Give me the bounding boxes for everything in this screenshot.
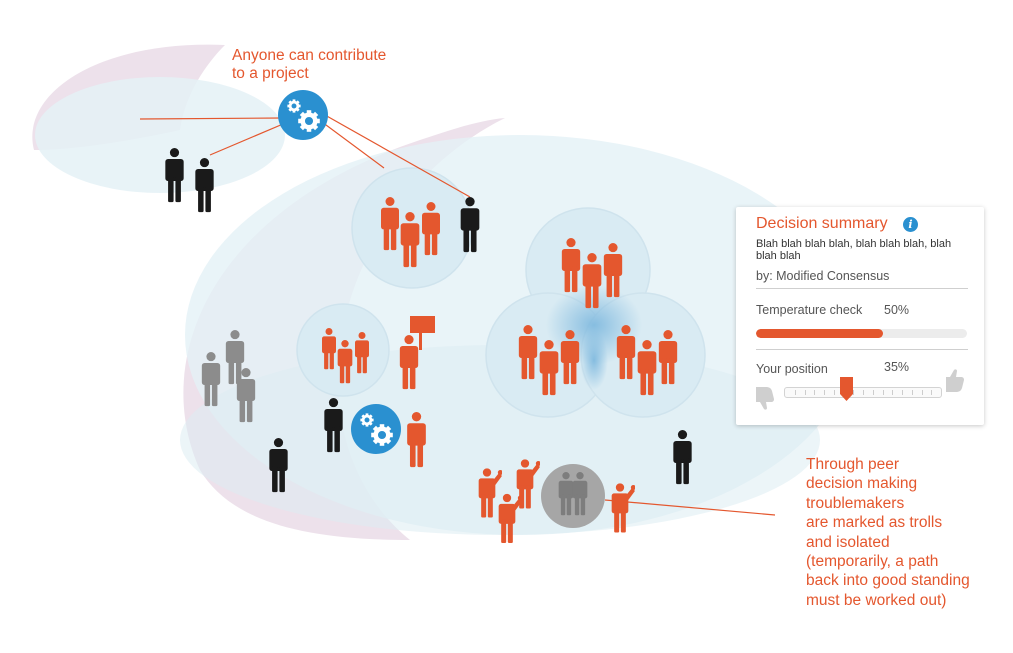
callout-line: (temporarily, a path: [806, 553, 939, 571]
callout-line: to a project: [232, 65, 309, 82]
gear-icon: [351, 404, 401, 454]
slider-tick: [814, 390, 815, 395]
connector-to-group: [321, 121, 385, 169]
slider-tick: [892, 390, 893, 395]
connector-to-pair: [209, 123, 284, 156]
callout-line: Anyone can contribute: [232, 47, 387, 64]
slider-tick: [922, 390, 923, 395]
thumbs-up-icon[interactable]: [944, 368, 966, 394]
your-position-label: Your position: [756, 362, 828, 376]
your-position-value: 35%: [884, 360, 910, 374]
consensus-glow-stem: [580, 330, 608, 390]
connector-lines: [139, 114, 776, 516]
small-bubble: [35, 77, 285, 193]
protester: [399, 316, 435, 390]
slider-tick: [883, 390, 884, 395]
decision-method: by: Modified Consensus: [756, 269, 890, 283]
callout-line: and isolated: [806, 533, 890, 551]
callout-line: must be worked out): [806, 591, 947, 609]
callout-line: decision making: [806, 475, 918, 493]
callout-line: troublemakers: [806, 494, 905, 512]
your-position-slider[interactable]: [784, 387, 942, 398]
slider-tick: [834, 390, 835, 395]
slider-tick: [795, 390, 796, 395]
callout-trolls: Through peer decision making troublemake…: [806, 455, 970, 610]
gear-icon: [278, 90, 328, 140]
decision-description: Blah blah blah blah, blah blah blah, bla…: [756, 238, 952, 262]
slider-tick: [805, 390, 806, 395]
connector-to-person: [324, 114, 471, 198]
panel-title: Decision summary: [756, 215, 888, 232]
divider: [756, 288, 968, 289]
temperature-check-bar: [756, 329, 967, 338]
slider-tick: [863, 390, 864, 395]
callout-contribute: Anyone can contribute to a project: [232, 47, 386, 83]
troll-group-icon: [541, 464, 605, 528]
slider-tick: [931, 390, 932, 395]
slider-handle[interactable]: [840, 377, 854, 401]
slider-tick: [853, 390, 854, 395]
protest-sign-icon: [410, 316, 435, 333]
slider-tick: [873, 390, 874, 395]
slider-tick: [912, 390, 913, 395]
callout-line: back into good standing: [806, 572, 970, 590]
contributors-with-gear: [324, 398, 426, 468]
slider-tick: [902, 390, 903, 395]
connector-top-left: [139, 117, 284, 120]
info-icon[interactable]: i: [903, 217, 918, 232]
temperature-check-fill: [756, 329, 883, 338]
decision-summary-panel: Decision summary i Blah blah blah blah, …: [736, 207, 984, 425]
callout-line: are marked as trolls: [806, 514, 943, 532]
temperature-check-value: 50%: [884, 303, 910, 317]
divider: [756, 349, 968, 350]
connector-trolls: [604, 499, 776, 516]
slider-tick: [824, 390, 825, 395]
callout-line: Through peer: [806, 456, 900, 473]
temperature-check-label: Temperature check: [756, 303, 863, 317]
thumbs-down-icon[interactable]: [754, 385, 776, 411]
